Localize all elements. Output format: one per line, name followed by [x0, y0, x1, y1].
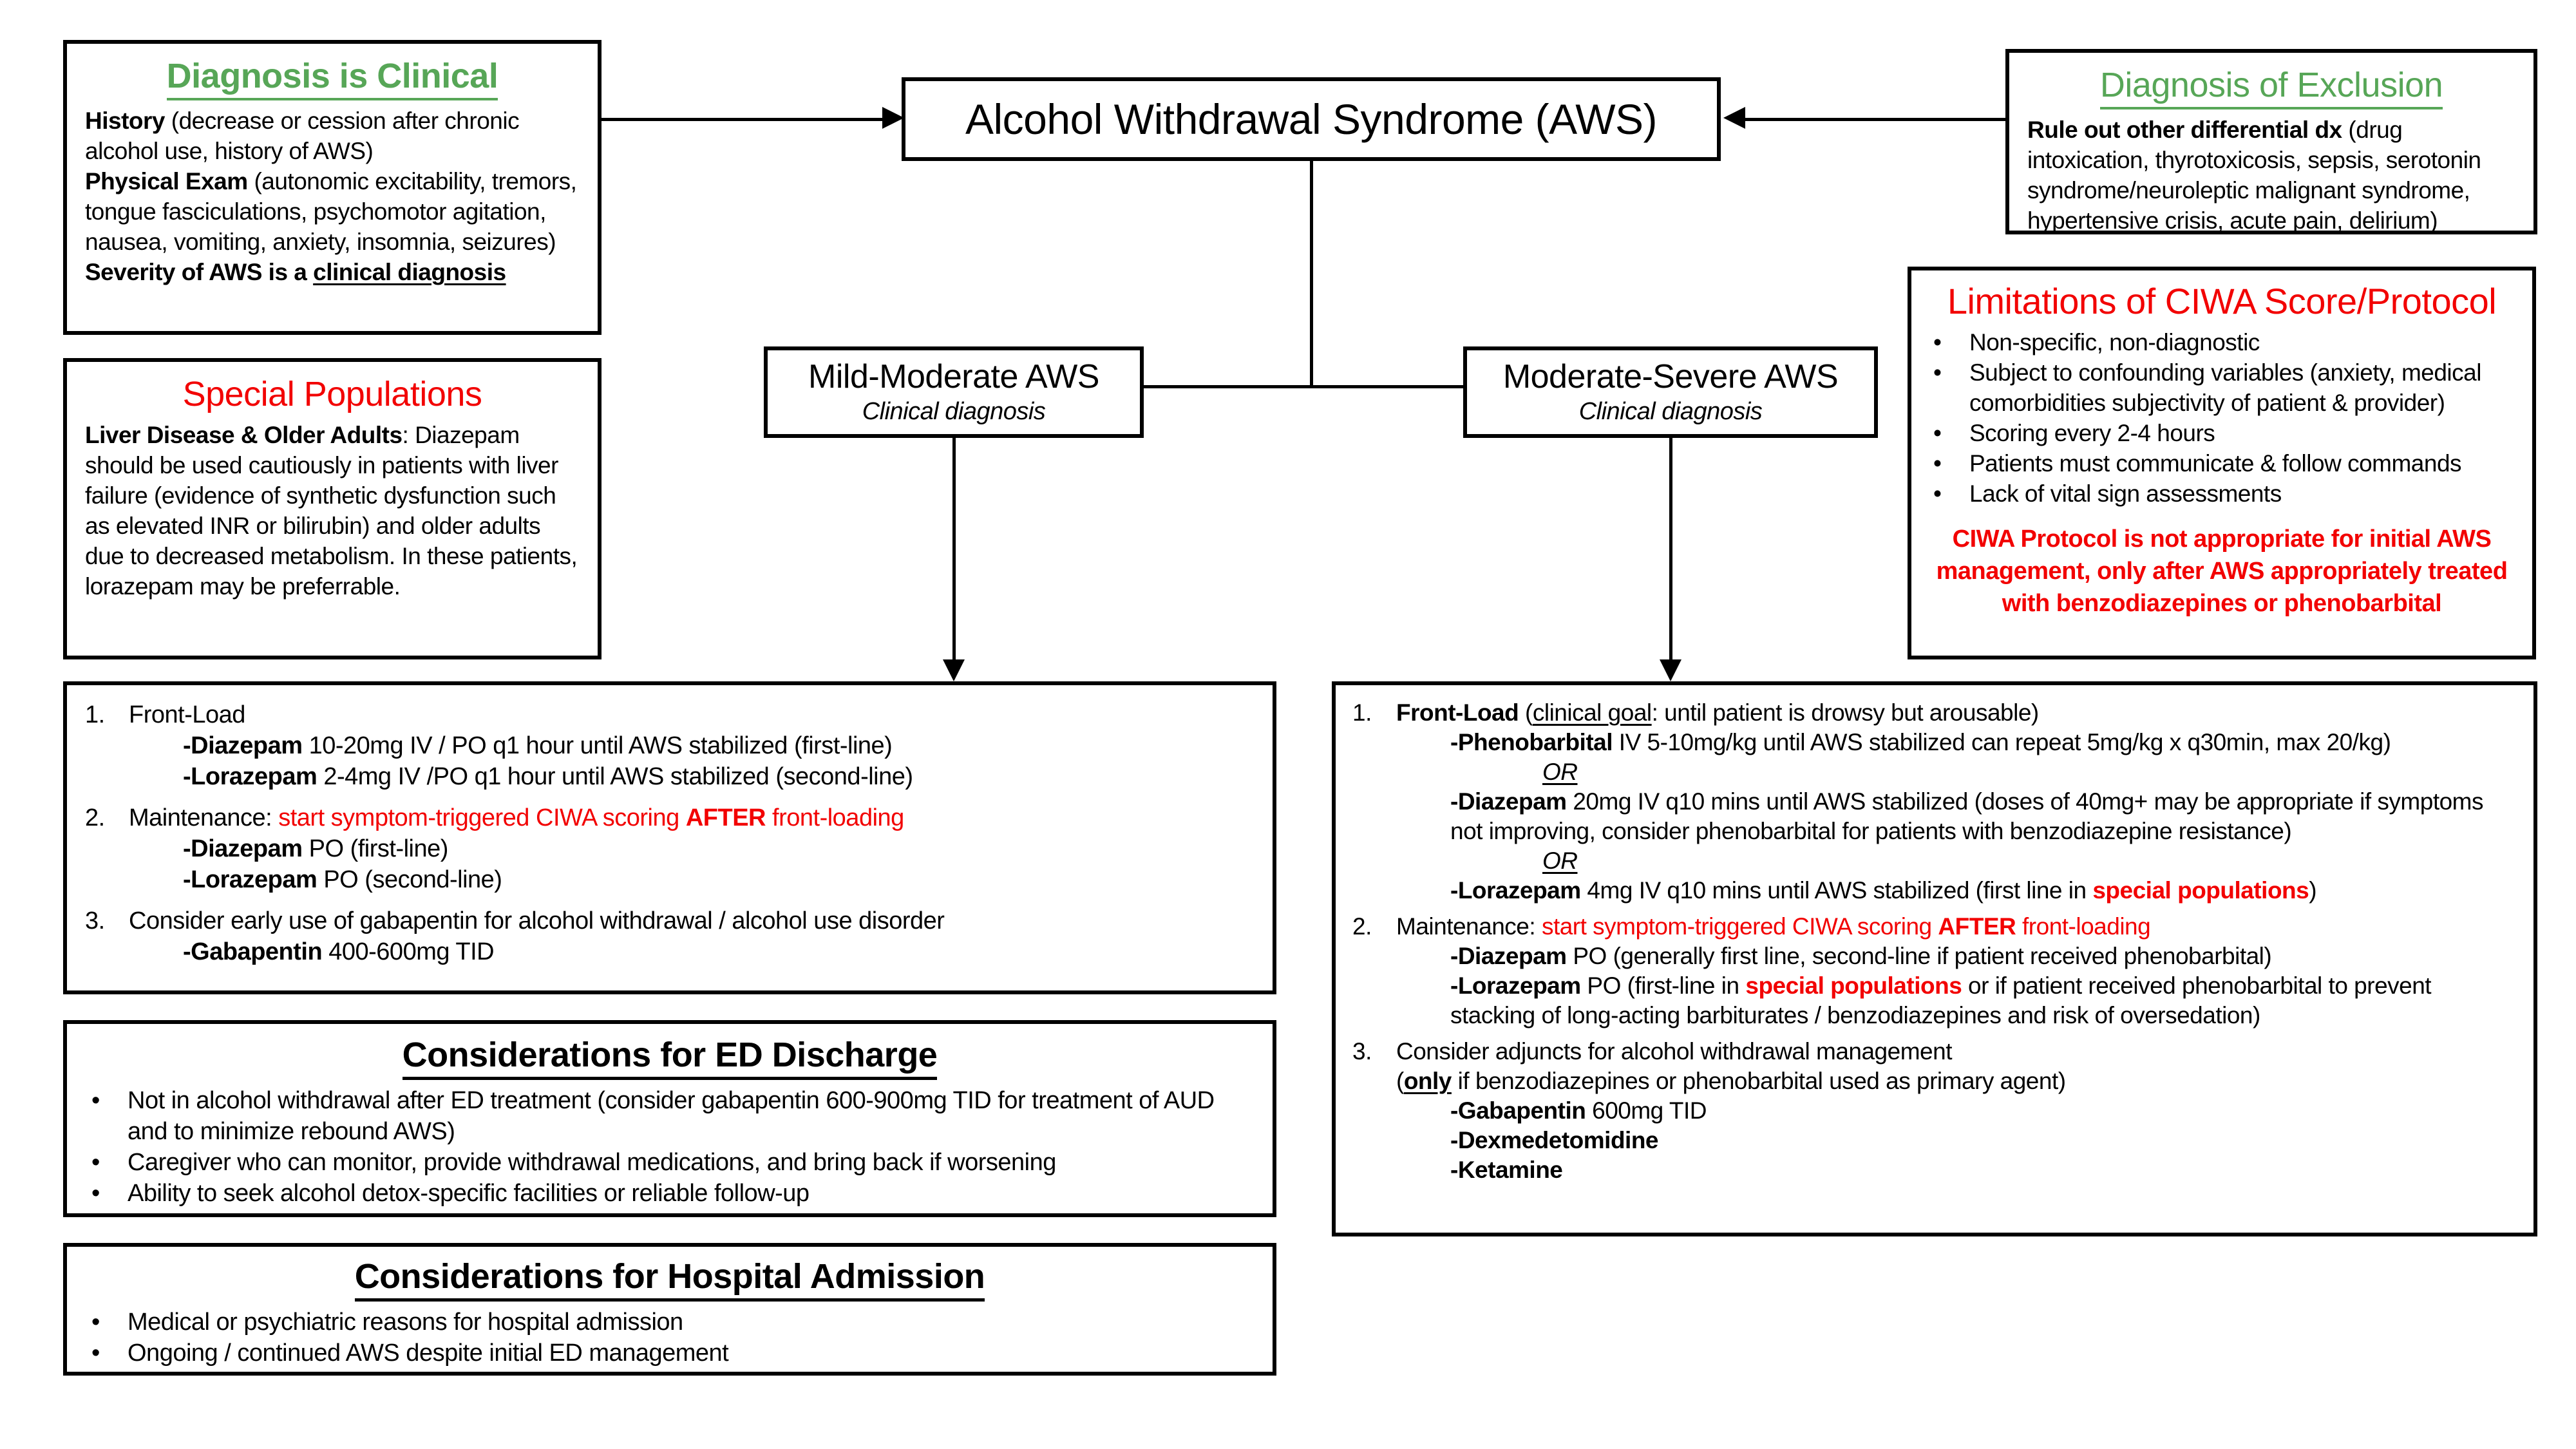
connector-clinical-to-title: [601, 118, 882, 121]
bullet-icon: •: [91, 1087, 100, 1114]
list-item: 2. Maintenance: start symptom-triggered …: [1352, 912, 2517, 1030]
arrowhead-right-icon: [882, 107, 904, 129]
ed-discharge-heading: Considerations for ED Discharge: [85, 1034, 1255, 1080]
moderate-severe-treatment-box: 1. Front-Load (clinical goal: until pati…: [1332, 681, 2537, 1236]
connector-severe-to-treatment: [1669, 438, 1672, 662]
item-text: Maintenance: start symptom-triggered CIW…: [1396, 913, 2151, 940]
connector-mild-to-treatment: [952, 438, 956, 662]
item-subtext: -Lorazepam PO (second-line): [183, 866, 502, 893]
diagnosis-clinical-physical-exam: Physical Exam (autonomic excitability, t…: [85, 168, 577, 255]
ciwa-limitations-box: Limitations of CIWA Score/Protocol • Non…: [1908, 267, 2536, 659]
mild-moderate-title: Mild-Moderate AWS: [808, 358, 1099, 395]
hospital-admission-box: Considerations for Hospital Admission • …: [63, 1243, 1276, 1376]
ciwa-warning-text: CIWA Protocol is not appropriate for ini…: [1936, 526, 2508, 617]
list-item: 3. Consider adjuncts for alcohol withdra…: [1352, 1037, 2517, 1185]
bullet-icon: •: [91, 1340, 100, 1367]
item-number: 3.: [1352, 1038, 1372, 1065]
diagnosis-exclusion-text: Rule out other differential dx (drug int…: [2027, 117, 2481, 234]
item-number: 2.: [1352, 913, 1372, 940]
item-subtext: -Ketamine: [1450, 1157, 1563, 1183]
item-subtext: -Gabapentin 400-600mg TID: [183, 938, 495, 965]
diagnosis-clinical-box: Diagnosis is Clinical History (decrease …: [63, 40, 601, 335]
list-item: • Subject to confounding variables (anxi…: [1927, 357, 2517, 418]
item-text: Front-Load (clinical goal: until patient…: [1396, 699, 2039, 726]
diagnosis-clinical-heading: Diagnosis is Clinical: [85, 55, 580, 100]
ciwa-limitations-heading: Limitations of CIWA Score/Protocol: [1947, 281, 2497, 321]
list-item: • Caregiver who can monitor, provide wit…: [85, 1147, 1255, 1178]
aws-title-box: Alcohol Withdrawal Syndrome (AWS): [902, 77, 1721, 161]
bullet-icon: •: [91, 1309, 100, 1336]
item-number: 2.: [85, 804, 105, 831]
bullet-icon: •: [1933, 359, 1942, 386]
list-item: 2. Maintenance: start symptom-triggered …: [85, 802, 1255, 895]
item-number: 1.: [1352, 699, 1372, 726]
item-subtext: -Phenobarbital IV 5-10mg/kg until AWS st…: [1450, 729, 2391, 755]
moderate-severe-subtitle: Clinical diagnosis: [1578, 398, 1763, 425]
item-text: Maintenance: start symptom-triggered CIW…: [129, 804, 904, 831]
moderate-severe-title: Moderate-Severe AWS: [1502, 358, 1839, 395]
bullet-icon: •: [1933, 480, 1942, 507]
diagnosis-exclusion-heading: Diagnosis of Exclusion: [2027, 64, 2515, 109]
item-subtext: -Gabapentin 600mg TID: [1450, 1097, 1707, 1124]
list-item: 1. Front-Load -Diazepam 10-20mg IV / PO …: [85, 699, 1255, 792]
bullet-icon: •: [1933, 420, 1942, 446]
or-divider: OR: [1542, 848, 1578, 874]
list-item: • Non-specific, non-diagnostic: [1927, 327, 2517, 357]
special-populations-box: Special Populations Liver Disease & Olde…: [63, 358, 601, 659]
connector-exclusion-to-title: [1745, 118, 2005, 121]
hospital-admission-heading: Considerations for Hospital Admission: [85, 1256, 1255, 1302]
mild-moderate-subtitle: Clinical diagnosis: [862, 398, 1046, 425]
item-number: 1.: [85, 701, 105, 728]
list-item: • Not in alcohol withdrawal after ED tre…: [85, 1085, 1255, 1147]
connector-severity-horizontal: [1144, 385, 1463, 388]
diagnosis-exclusion-box: Diagnosis of Exclusion Rule out other di…: [2005, 49, 2537, 234]
arrowhead-left-icon: [1723, 107, 1745, 129]
item-text: Front-Load: [129, 701, 245, 728]
mild-moderate-treatment-box: 1. Front-Load -Diazepam 10-20mg IV / PO …: [63, 681, 1276, 994]
ed-discharge-box: Considerations for ED Discharge • Not in…: [63, 1020, 1276, 1217]
bullet-icon: •: [91, 1180, 100, 1207]
list-item: • Medical or psychiatric reasons for hos…: [85, 1307, 1255, 1338]
item-subtext: -Diazepam PO (first-line): [183, 835, 448, 862]
item-text: (only if benzodiazepines or phenobarbita…: [1396, 1068, 2066, 1094]
list-item: 3. Consider early use of gabapentin for …: [85, 905, 1255, 967]
item-subtext: -Diazepam PO (generally first line, seco…: [1450, 943, 2272, 969]
moderate-severe-box: Moderate-Severe AWS Clinical diagnosis: [1463, 346, 1878, 438]
list-item: 1. Front-Load (clinical goal: until pati…: [1352, 698, 2517, 905]
item-text: Consider adjuncts for alcohol withdrawal…: [1396, 1038, 1952, 1065]
list-item: • Patients must communicate & follow com…: [1927, 448, 2517, 478]
item-subtext: -Lorazepam PO (first-line in special pop…: [1450, 972, 2432, 1028]
item-subtext: -Diazepam 20mg IV q10 mins until AWS sta…: [1450, 788, 2484, 844]
bullet-icon: •: [1933, 329, 1942, 355]
arrowhead-down-left-icon: [943, 659, 965, 681]
mild-moderate-box: Mild-Moderate AWS Clinical diagnosis: [764, 346, 1144, 438]
item-subtext: -Diazepam 10-20mg IV / PO q1 hour until …: [183, 732, 893, 759]
special-populations-text: Liver Disease & Older Adults: Diazepam s…: [85, 422, 578, 600]
item-text: Consider early use of gabapentin for alc…: [129, 907, 945, 934]
special-populations-heading: Special Populations: [182, 375, 482, 413]
bullet-icon: •: [1933, 450, 1942, 477]
list-item: • Ability to seek alcohol detox-specific…: [85, 1178, 1255, 1209]
connector-title-down: [1310, 161, 1313, 388]
or-divider: OR: [1542, 759, 1578, 785]
item-number: 3.: [85, 907, 105, 934]
page-title: Alcohol Withdrawal Syndrome (AWS): [965, 95, 1658, 143]
list-item: • Ongoing / continued AWS despite initia…: [85, 1338, 1255, 1368]
bullet-icon: •: [91, 1149, 100, 1176]
item-subtext: -Lorazepam 4mg IV q10 mins until AWS sta…: [1450, 877, 2317, 904]
arrowhead-down-right-icon: [1660, 659, 1681, 681]
list-item: • Lack of vital sign assessments: [1927, 478, 2517, 509]
diagnosis-clinical-severity: Severity of AWS is a clinical diagnosis: [85, 259, 506, 285]
list-item: • Scoring every 2-4 hours: [1927, 418, 2517, 448]
item-subtext: -Lorazepam 2-4mg IV /PO q1 hour until AW…: [183, 763, 913, 790]
item-subtext: -Dexmedetomidine: [1450, 1127, 1659, 1153]
diagnosis-clinical-history: History (decrease or cession after chron…: [85, 108, 520, 164]
